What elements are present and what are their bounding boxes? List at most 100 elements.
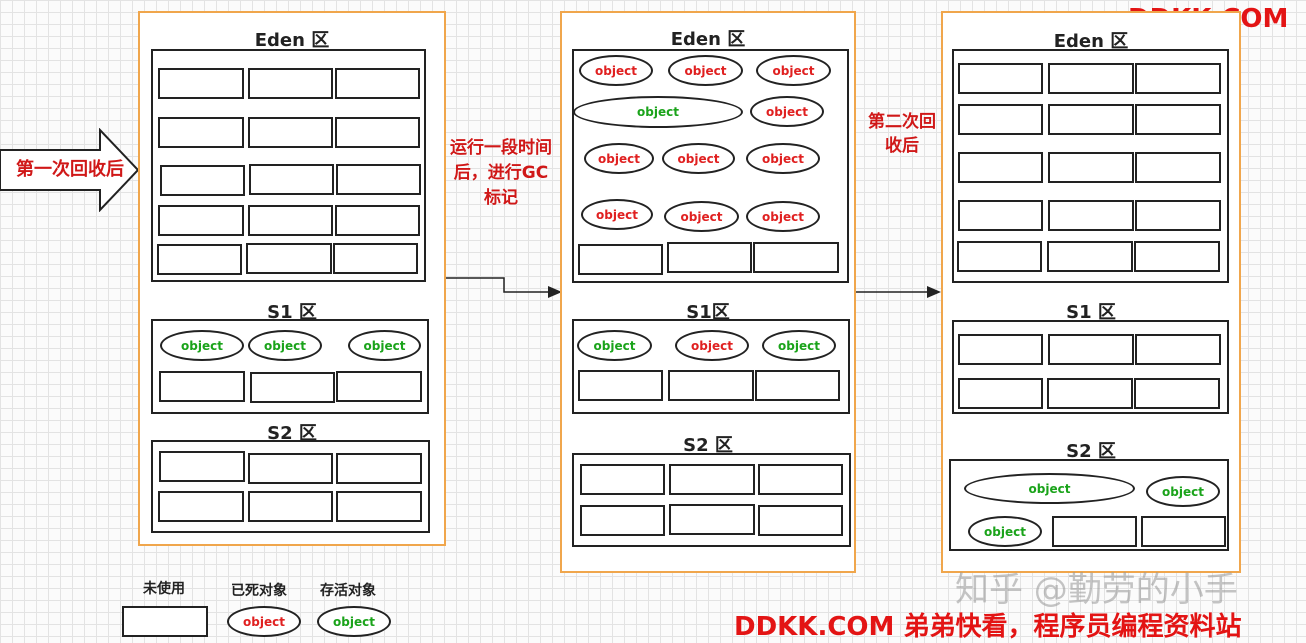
unused-cell <box>578 244 663 275</box>
unused-cell <box>957 241 1042 272</box>
unused-cell <box>958 200 1043 231</box>
unused-cell <box>336 164 421 195</box>
unused-cell <box>1134 378 1220 409</box>
unused-cell <box>335 68 420 99</box>
unused-cell <box>250 372 335 403</box>
dead-object: object <box>746 143 820 174</box>
unused-cell <box>758 505 843 536</box>
dead-object: object <box>668 55 743 86</box>
dead-object: object <box>579 55 653 86</box>
unused-cell <box>1048 334 1134 365</box>
unused-cell <box>1135 63 1221 94</box>
alive-object: object <box>762 330 836 361</box>
unused-cell <box>246 243 332 274</box>
unused-cell <box>669 504 755 535</box>
legend-dead-swatch: object <box>227 606 301 637</box>
zhihu-watermark: 知乎 @勤劳的小手 <box>955 570 1238 610</box>
unused-cell <box>158 205 244 236</box>
unused-cell <box>335 205 420 236</box>
unused-cell <box>1047 241 1133 272</box>
alive-object: object <box>348 330 421 361</box>
panel-2-s1-title: S1区 <box>686 302 730 323</box>
unused-cell <box>333 243 418 274</box>
unused-cell <box>1048 104 1134 135</box>
alive-object: object <box>968 516 1042 547</box>
unused-cell <box>248 68 333 99</box>
alive-object: object <box>248 330 322 361</box>
panel-1-s2-title: S2 区 <box>267 423 317 444</box>
unused-cell <box>249 164 334 195</box>
unused-cell <box>1052 516 1137 547</box>
dead-object: object <box>584 143 654 174</box>
dead-object: object <box>662 143 735 174</box>
unused-cell <box>158 117 244 148</box>
unused-cell <box>580 505 665 536</box>
unused-cell <box>958 334 1043 365</box>
unused-cell <box>758 464 843 495</box>
panel-3-eden-title: Eden 区 <box>1053 31 1129 52</box>
unused-cell <box>159 371 245 402</box>
dead-object: object <box>756 55 831 86</box>
unused-cell <box>753 242 839 273</box>
unused-cell <box>1047 378 1133 409</box>
unused-cell <box>578 370 663 401</box>
alive-object: object <box>160 330 244 361</box>
dead-object: object <box>746 201 820 232</box>
alive-object: object <box>573 96 743 128</box>
unused-cell <box>580 464 665 495</box>
unused-cell <box>669 464 755 495</box>
legend-dead-label: 已死对象 <box>231 583 287 599</box>
unused-cell <box>248 453 333 484</box>
dead-object: object <box>664 201 739 232</box>
panel-3-s2-title: S2 区 <box>1066 441 1116 462</box>
panel-1-eden-title: Eden 区 <box>254 30 330 51</box>
first-gc-arrow <box>0 128 140 212</box>
second-gc-label: 第二次回收后 <box>868 112 936 156</box>
unused-cell <box>248 205 333 236</box>
dead-object: object <box>750 96 824 127</box>
dead-object: object <box>675 330 749 361</box>
unused-cell <box>336 491 422 522</box>
unused-cell <box>668 370 754 401</box>
legend-unused-label: 未使用 <box>143 581 185 597</box>
unused-cell <box>958 378 1043 409</box>
unused-cell <box>1135 104 1221 135</box>
unused-cell <box>157 244 242 275</box>
panel-2-s2-title: S2 区 <box>683 435 733 456</box>
unused-cell <box>336 371 422 402</box>
unused-cell <box>248 491 333 522</box>
dead-object: object <box>581 199 653 230</box>
unused-cell <box>1048 200 1134 231</box>
unused-cell <box>1135 152 1221 183</box>
alive-object: object <box>1146 476 1220 507</box>
legend-alive-swatch: object <box>317 606 391 637</box>
brand-bottom: DDKK.COM 弟弟快看，程序员编程资料站 <box>734 612 1242 642</box>
legend-unused-swatch <box>122 606 208 637</box>
panel-2-eden-title: Eden 区 <box>670 29 746 50</box>
unused-cell <box>1135 200 1221 231</box>
unused-cell <box>248 117 333 148</box>
unused-cell <box>160 165 245 196</box>
unused-cell <box>958 63 1043 94</box>
unused-cell <box>1141 516 1226 547</box>
unused-cell <box>1135 334 1221 365</box>
unused-cell <box>158 491 244 522</box>
unused-cell <box>1048 152 1134 183</box>
gc-mark-label: 运行一段时间后，进行GC标记 <box>450 138 552 208</box>
unused-cell <box>158 68 244 99</box>
unused-cell <box>1134 241 1220 272</box>
panel-3-s1-title: S1 区 <box>1066 302 1116 323</box>
unused-cell <box>159 451 245 482</box>
unused-cell <box>336 453 422 484</box>
legend-alive-label: 存活对象 <box>320 583 376 599</box>
unused-cell <box>755 370 840 401</box>
panel-1-s1-title: S1 区 <box>267 302 317 323</box>
alive-object: object <box>577 330 652 361</box>
alive-object: object <box>964 473 1135 504</box>
first-gc-label: 第一次回收后 <box>16 159 124 180</box>
unused-cell <box>958 104 1043 135</box>
unused-cell <box>958 152 1043 183</box>
unused-cell <box>1048 63 1134 94</box>
unused-cell <box>667 242 752 273</box>
